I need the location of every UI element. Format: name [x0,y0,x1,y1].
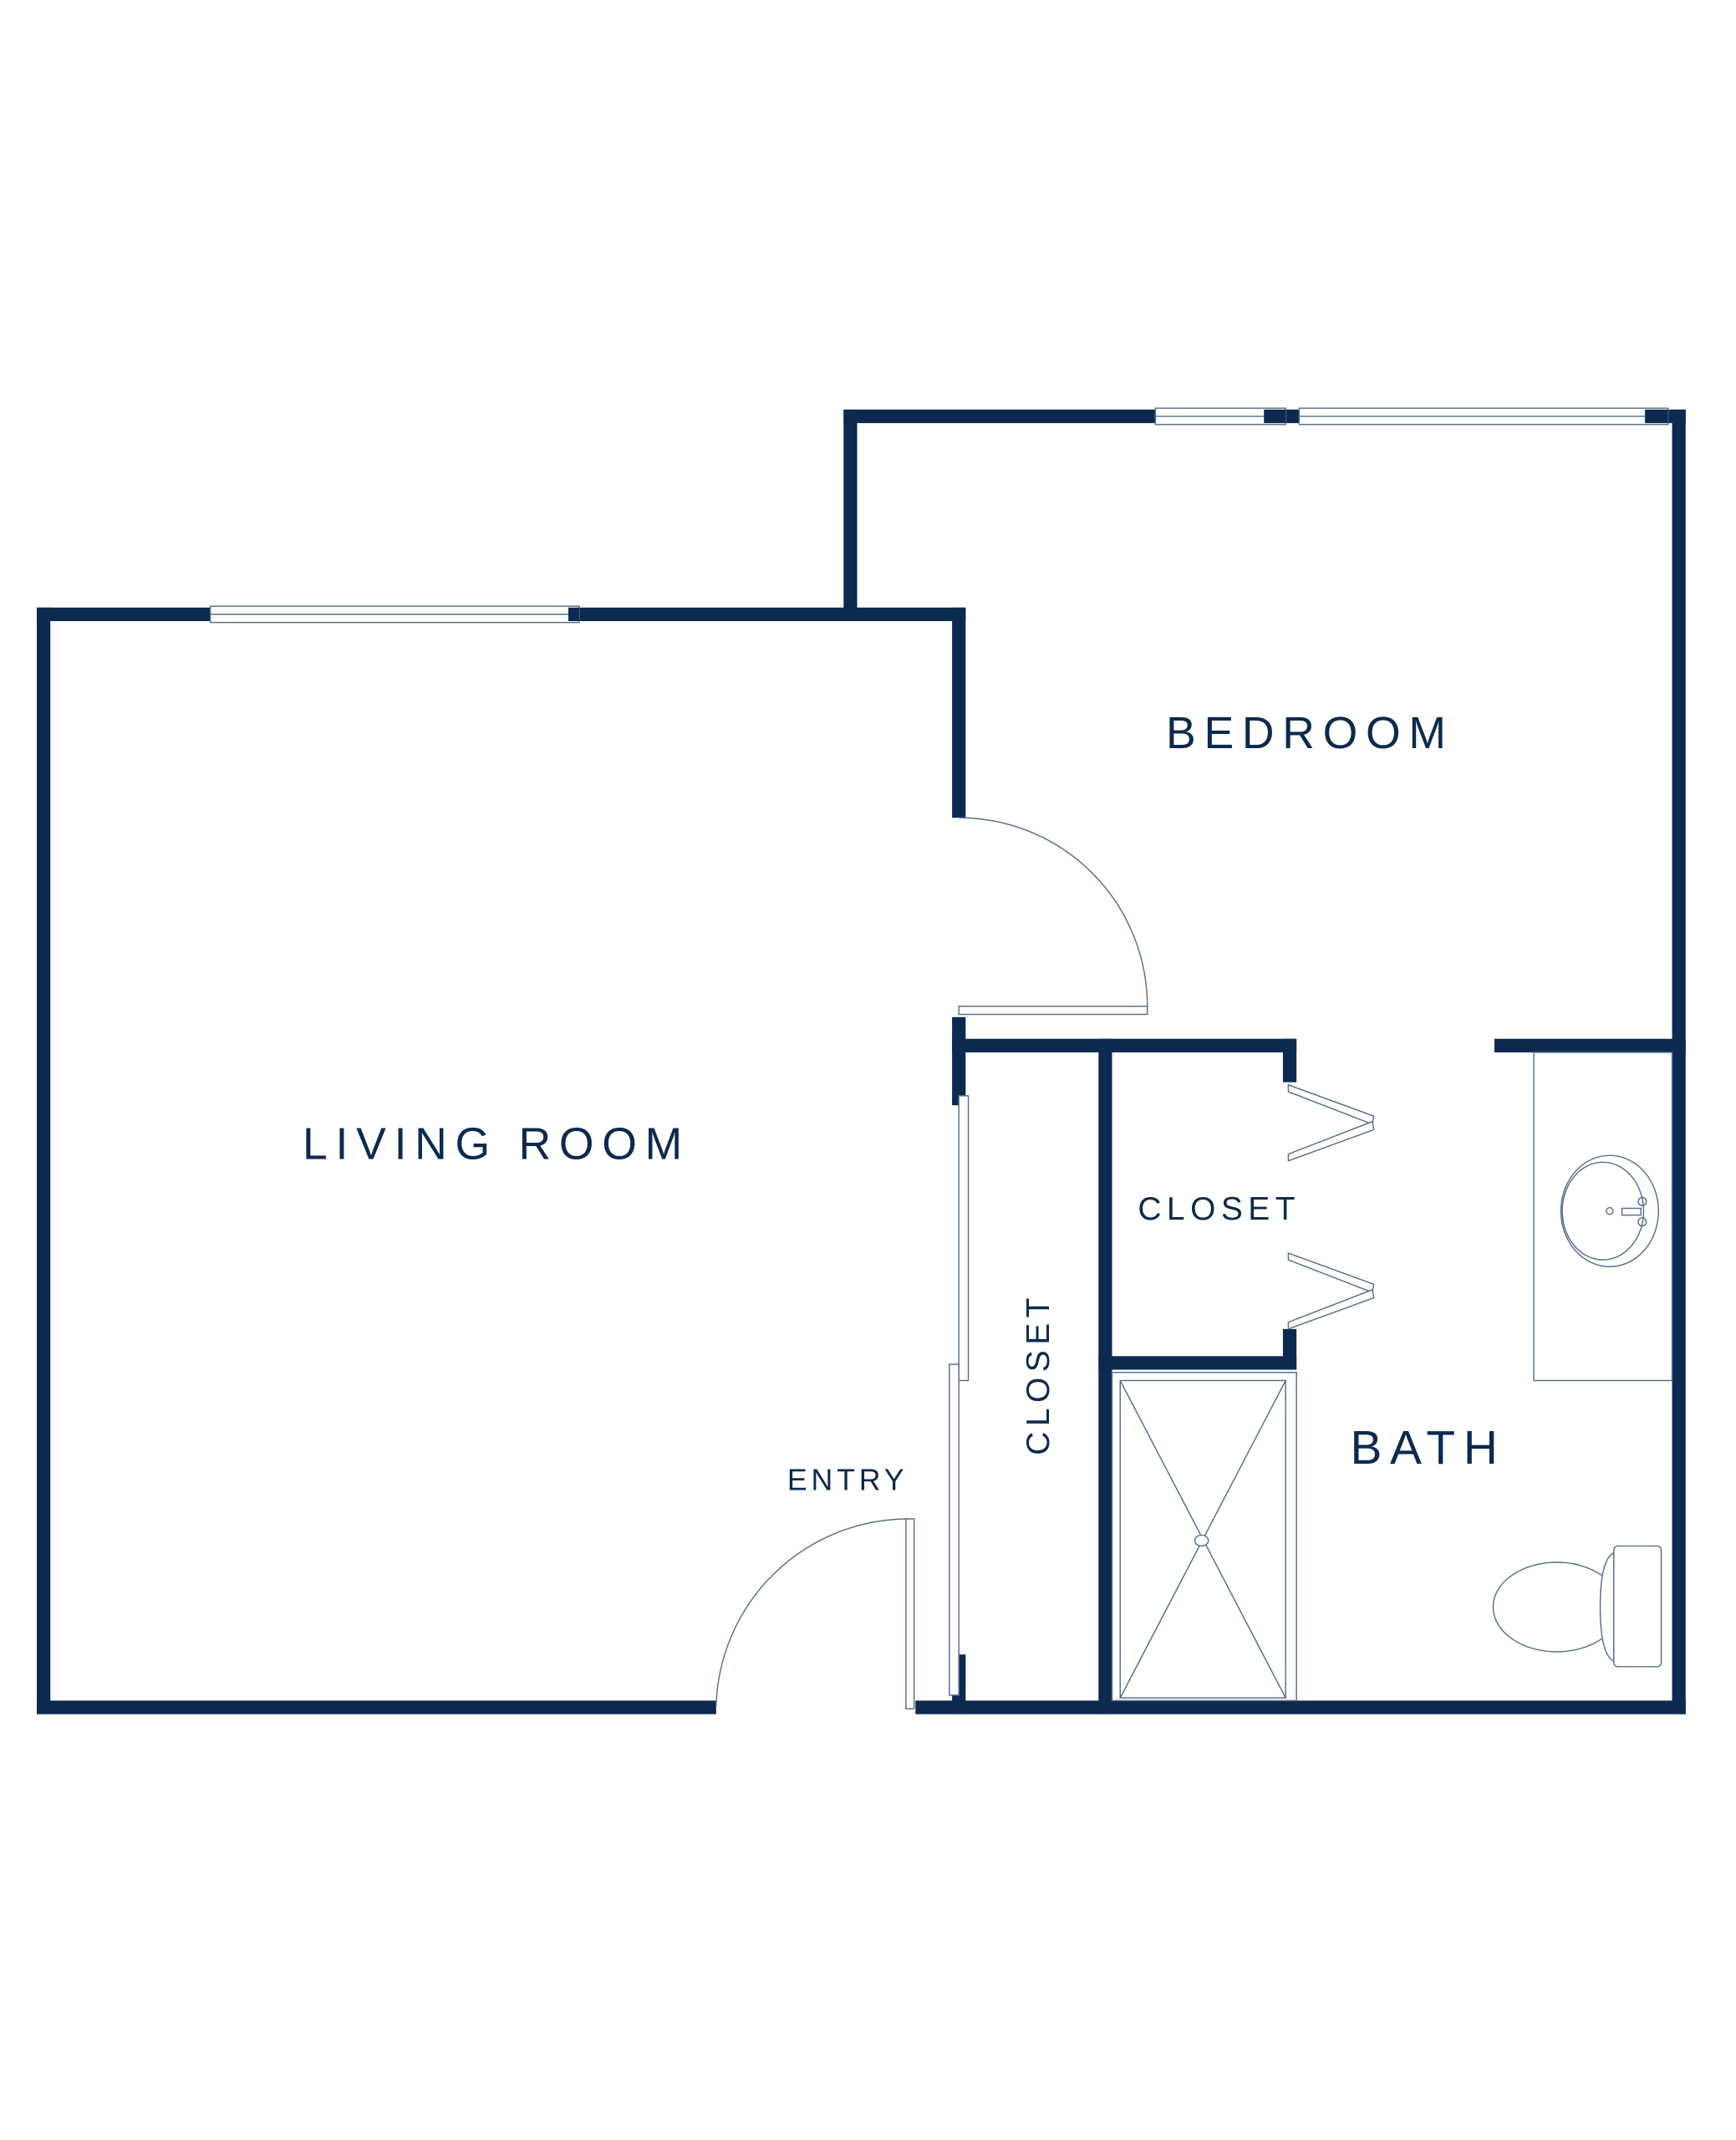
label-closet-bedroom: CLOSET [1138,1191,1301,1227]
jamb-upper [952,1016,966,1106]
closet-door-jamb-bottom [1282,1328,1297,1370]
bifold-door-1a [1287,1083,1375,1125]
bedroom-door-swing [959,817,1148,1006]
label-entry: ENTRY [787,1464,909,1497]
bedroom-left-wall [843,409,858,622]
entry-door-swing [715,1518,909,1706]
fixtures [1111,1052,1673,1702]
doors [715,817,1375,1709]
room-labels: BEDROOM LIVING ROOM CLOSET CLOSET BATH E… [303,709,1505,1497]
walls [37,409,1686,1715]
label-closet-entry: CLOSET [1021,1292,1056,1455]
bedroom-door [958,1006,1148,1016]
bifold-door-1b [1287,1120,1375,1162]
sliding-closet-door-2 [949,1363,960,1696]
bifold-door-2a [1287,1251,1375,1294]
bottom-wall-right [915,1700,1686,1715]
bottom-wall-left [37,1700,716,1715]
closet-bottom-wall [1098,1356,1297,1370]
entry-door [905,1518,915,1709]
sink-icon [1560,1154,1660,1267]
bifold-door-2b [1287,1288,1375,1330]
label-living-room: LIVING ROOM [303,1120,690,1169]
vanity-counter [1533,1052,1673,1382]
sliding-closet-door-1 [958,1095,970,1382]
closet-divider-wall [1098,1038,1112,1715]
closet-door-jamb-top [1282,1038,1297,1083]
label-bedroom: BEDROOM [1166,709,1454,758]
windows [209,407,1669,624]
living-left-wall [37,607,51,1715]
shower-icon [1111,1372,1297,1702]
bath-top-wall [1494,1038,1686,1052]
label-bath: BATH [1350,1422,1505,1475]
living-right-wall [952,607,966,818]
closet-top-wall [952,1038,1297,1052]
right-exterior-wall [1672,409,1686,1715]
